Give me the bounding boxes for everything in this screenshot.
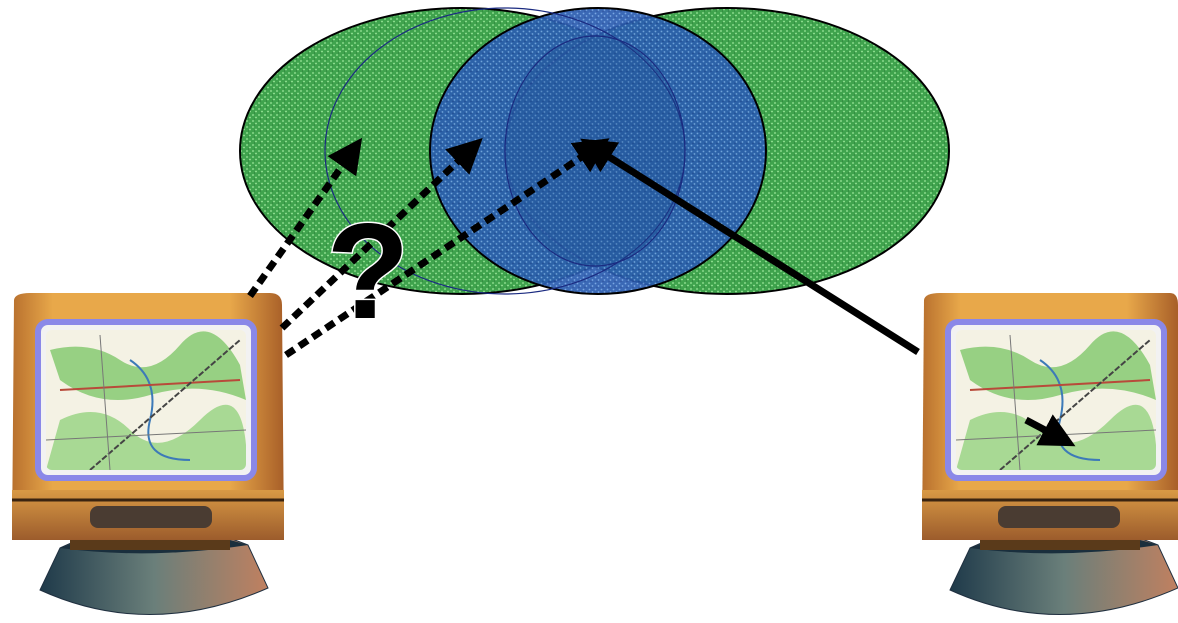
question-mark: ? [326,195,409,347]
solid-arrow [580,138,920,355]
left-map-image [46,330,246,470]
dotted-arrow-2 [279,137,483,331]
right-monitor [922,293,1178,615]
dotted-arrow-1 [247,137,363,299]
dotted-arrows [247,137,610,358]
left-monitor [12,293,284,615]
local-position-arrow [1024,414,1076,447]
dotted-arrow-3 [284,138,610,358]
right-map-image [956,330,1156,470]
